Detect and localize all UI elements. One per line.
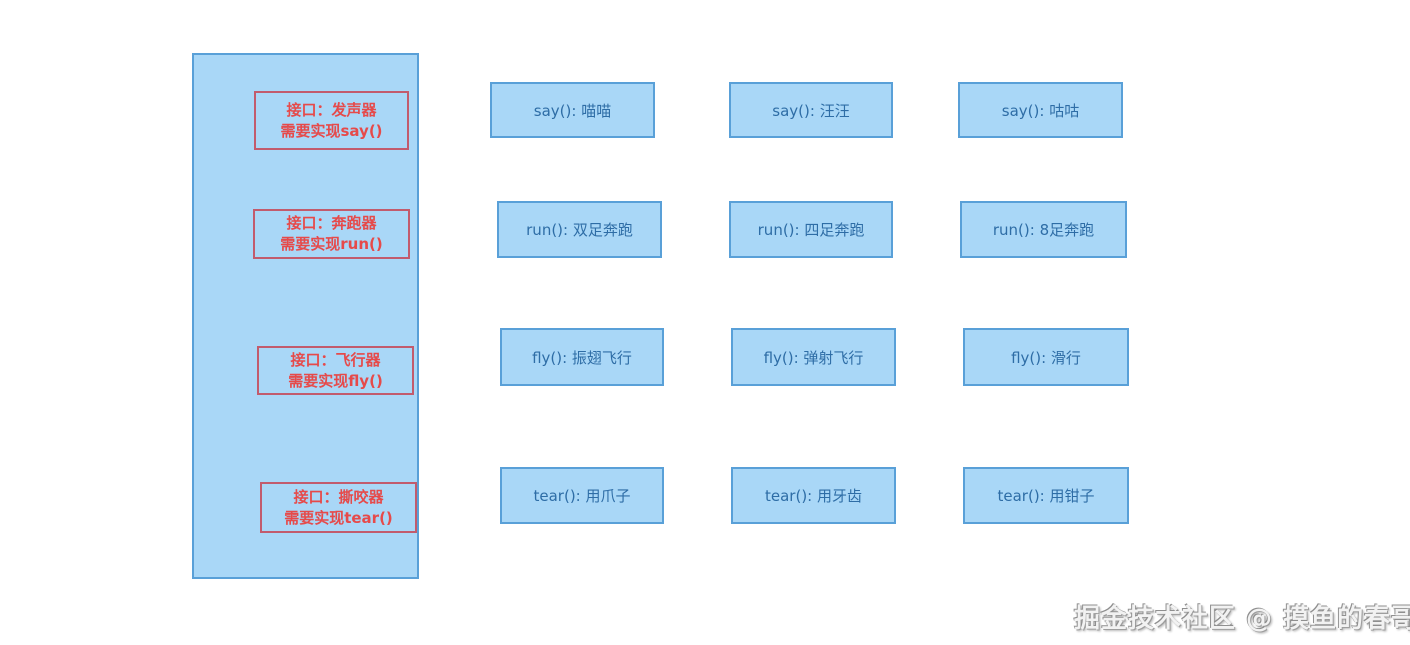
impl-box-say-cat: say(): 喵喵: [490, 82, 655, 138]
impl-label: tear(): 用钳子: [997, 487, 1095, 505]
impl-box-tear-pincers: tear(): 用钳子: [963, 467, 1129, 524]
impl-box-run-biped: run(): 双足奔跑: [497, 201, 662, 258]
impl-box-run-octoped: run(): 8足奔跑: [960, 201, 1127, 258]
impl-label: say(): 喵喵: [533, 101, 612, 120]
impl-box-say-bird: say(): 咕咕: [958, 82, 1123, 138]
interface-requirement: 需要实现fly(): [288, 371, 383, 390]
interface-box-fly: 接口：飞行器 需要实现fly(): [257, 346, 414, 395]
impl-box-say-dog: say(): 汪汪: [729, 82, 893, 138]
impl-box-run-quadruped: run(): 四足奔跑: [729, 201, 893, 258]
interfaces-container: 接口：发声器 需要实现say() 接口：奔跑器 需要实现run() 接口：飞行器…: [192, 53, 419, 579]
impl-box-tear-claws: tear(): 用爪子: [500, 467, 664, 524]
watermark: 掘金技术社区 @ 摸鱼的春哥: [1074, 604, 1410, 634]
impl-label: tear(): 用牙齿: [765, 487, 862, 505]
impl-label: say(): 咕咕: [1001, 101, 1080, 120]
impl-box-tear-teeth: tear(): 用牙齿: [731, 467, 896, 524]
impl-label: fly(): 弹射飞行: [763, 348, 864, 367]
interface-requirement: 需要实现run(): [280, 235, 383, 253]
impl-box-fly-flap: fly(): 振翅飞行: [500, 328, 664, 386]
interface-box-tear: 接口：撕咬器 需要实现tear(): [260, 482, 417, 533]
interface-title: 接口：发声器: [286, 100, 377, 119]
impl-label: run(): 8足奔跑: [992, 221, 1095, 239]
impl-label: say(): 汪汪: [772, 101, 850, 120]
impl-label: run(): 四足奔跑: [757, 221, 865, 239]
interface-title: 接口：飞行器: [290, 350, 381, 369]
impl-box-fly-glide: fly(): 滑行: [963, 328, 1129, 386]
interface-requirement: 需要实现tear(): [284, 508, 393, 527]
impl-label: fly(): 振翅飞行: [532, 348, 632, 367]
interface-requirement: 需要实现say(): [280, 121, 383, 140]
impl-label: fly(): 滑行: [1011, 348, 1081, 367]
impl-label: tear(): 用爪子: [533, 487, 631, 505]
impl-label: run(): 双足奔跑: [526, 221, 633, 239]
interface-title: 接口：奔跑器: [286, 214, 377, 232]
interface-title: 接口：撕咬器: [293, 487, 384, 506]
impl-box-fly-eject: fly(): 弹射飞行: [731, 328, 896, 386]
interface-box-say: 接口：发声器 需要实现say(): [254, 91, 409, 150]
interface-box-run: 接口：奔跑器 需要实现run(): [253, 209, 410, 259]
